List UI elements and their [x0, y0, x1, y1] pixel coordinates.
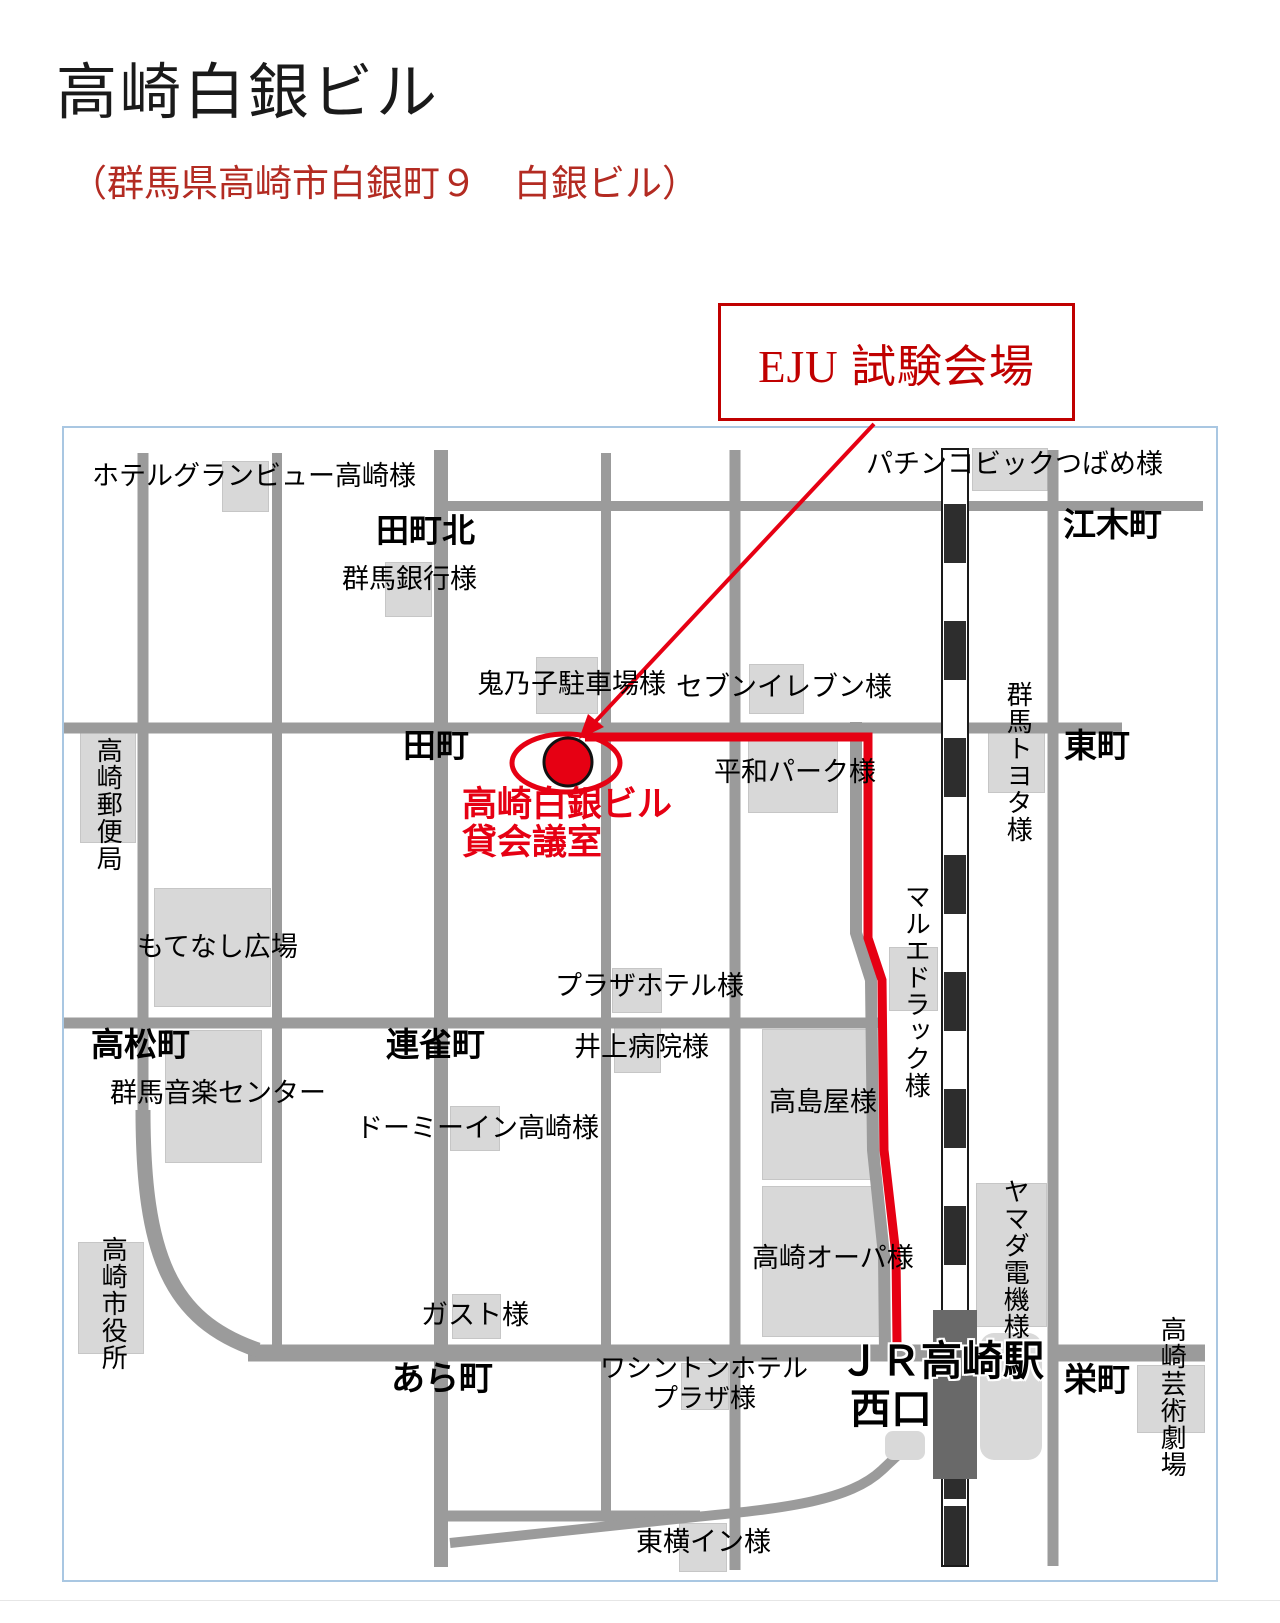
label-nishiguchi: 西口: [850, 1386, 932, 1432]
label-seven-eleven: セブンイレブン様: [676, 672, 892, 702]
label-gunma-toyota: 群馬トヨタ様: [1003, 681, 1034, 843]
label-sakaemachi: 栄町: [1064, 1361, 1130, 1398]
label-oninoko-parking: 鬼乃子駐車場様: [477, 669, 666, 699]
building-post-office: [80, 732, 136, 843]
label-gunma-bank: 群馬銀行様: [342, 564, 477, 594]
venue-name-line2: 貸会議室: [462, 822, 603, 862]
label-tamachi-kita: 田町北: [376, 512, 475, 549]
label-arts-theater: 高崎芸術劇場: [1157, 1316, 1188, 1478]
label-marue-drug: マルエドラック様: [901, 883, 932, 1099]
page-title: 高崎白銀ビル: [56, 60, 441, 127]
building-dormy-inn: [450, 1106, 500, 1151]
building-yamada-denki: [976, 1183, 1047, 1327]
label-heiwa-park: 平和パーク様: [714, 757, 876, 787]
page-subtitle: （群馬県高崎市白銀町９ 白銀ビル）: [70, 164, 699, 205]
label-dormy-inn: ドーミーイン高崎様: [356, 1113, 599, 1143]
label-egimachi: 江木町: [1063, 506, 1162, 543]
label-tamachi: 田町: [403, 727, 469, 764]
venue-name-line1: 高崎白銀ビル: [462, 785, 673, 824]
label-motenashi-hiroba: もてなし広場: [137, 932, 298, 962]
label-pachinko: パチンコビックつばめ様: [866, 449, 1163, 479]
label-city-hall: 高崎市役所: [98, 1236, 129, 1371]
label-takashimaya: 高島屋様: [769, 1087, 877, 1117]
label-washington-hotel-line2: プラザ様: [652, 1383, 757, 1413]
label-azumamachi: 東町: [1064, 727, 1130, 764]
label-washington-hotel-line1: ワシントンホテル: [600, 1353, 809, 1383]
label-plaza-hotel: プラザホテル様: [555, 971, 744, 1001]
label-aramachi: あら町: [391, 1360, 493, 1398]
label-gunma-music-center: 群馬音楽センター: [110, 1078, 326, 1108]
label-post-office: 高崎郵便局: [93, 737, 124, 872]
building-arts-theater: [1137, 1365, 1205, 1433]
building-motenashi-hiroba: [154, 888, 271, 1007]
label-hotel-grandview: ホテルグランビュー高崎様: [92, 461, 416, 491]
label-inoue-hospital: 井上病院様: [574, 1032, 709, 1062]
label-venue-name: 高崎白銀ビル 貸会議室: [462, 786, 672, 862]
building-city-hall: [78, 1242, 144, 1354]
building-oninoko-parking: [536, 657, 598, 714]
building-washington-hotel: [681, 1363, 729, 1410]
label-yamada-denki: ヤマダ電機様: [1000, 1178, 1031, 1340]
label-gusto: ガスト様: [421, 1300, 529, 1330]
label-renjakucho: 連雀町: [386, 1026, 485, 1063]
label-takasaki-opa: 高崎オーパ様: [752, 1243, 914, 1273]
label-toyoko-inn: 東横イン様: [636, 1527, 771, 1557]
label-jr-takasaki-station: ＪＲ高崎駅: [839, 1338, 1044, 1384]
page-divider-line: [0, 1600, 1280, 1601]
label-takamatsucho: 高松町: [91, 1026, 190, 1063]
eju-callout-box: EJU 試験会場: [718, 303, 1075, 421]
building-hotel-grandview: [222, 461, 269, 512]
building-gusto: [452, 1294, 501, 1339]
building-gunma-bank: [385, 562, 432, 617]
eju-callout-label: EJU 試験会場: [758, 341, 1035, 392]
